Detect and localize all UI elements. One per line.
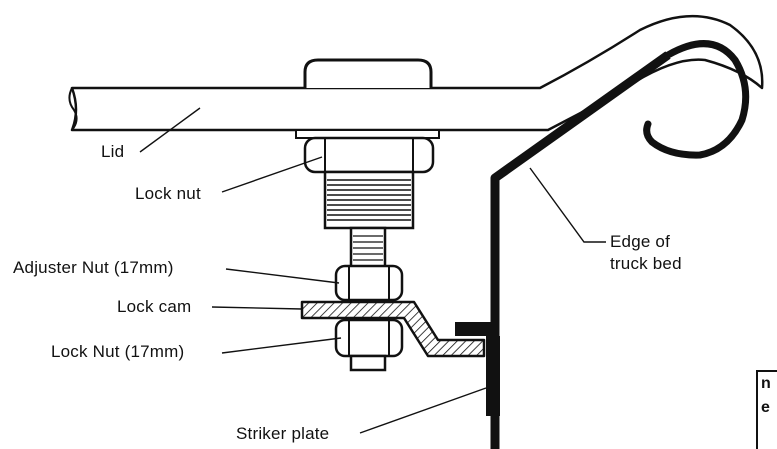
label-edge-line1: Edge of: [610, 232, 671, 251]
bolt-shaft: [349, 226, 387, 270]
lock-cam-shape: [300, 300, 486, 358]
lower-lock-nut-shape: [334, 318, 404, 358]
label-edge-line2: truck bed: [610, 254, 682, 273]
label-adjuster-nut: Adjuster Nut (17mm): [13, 258, 174, 277]
corner-text-line1: n: [761, 375, 771, 392]
adjuster-nut-shape: [334, 264, 404, 302]
label-lock-cam: Lock cam: [117, 297, 192, 316]
label-lock-nut-17mm: Lock Nut (17mm): [51, 342, 185, 361]
bolt-dome-head: [303, 58, 433, 88]
label-striker-plate: Striker plate: [236, 424, 330, 443]
threaded-barrel: [323, 170, 415, 230]
label-edge-of-truck-bed: Edge of truck bed: [610, 231, 682, 275]
corner-text-line2: e: [761, 399, 770, 416]
label-lock-nut: Lock nut: [135, 184, 201, 203]
corner-text-box: n e: [756, 370, 777, 449]
upper-lock-nut-shape: [303, 136, 435, 174]
label-lid: Lid: [101, 142, 125, 161]
leader-lines: [139, 107, 606, 434]
striker-plate-shape: [455, 322, 500, 416]
bolt-end: [349, 354, 387, 372]
